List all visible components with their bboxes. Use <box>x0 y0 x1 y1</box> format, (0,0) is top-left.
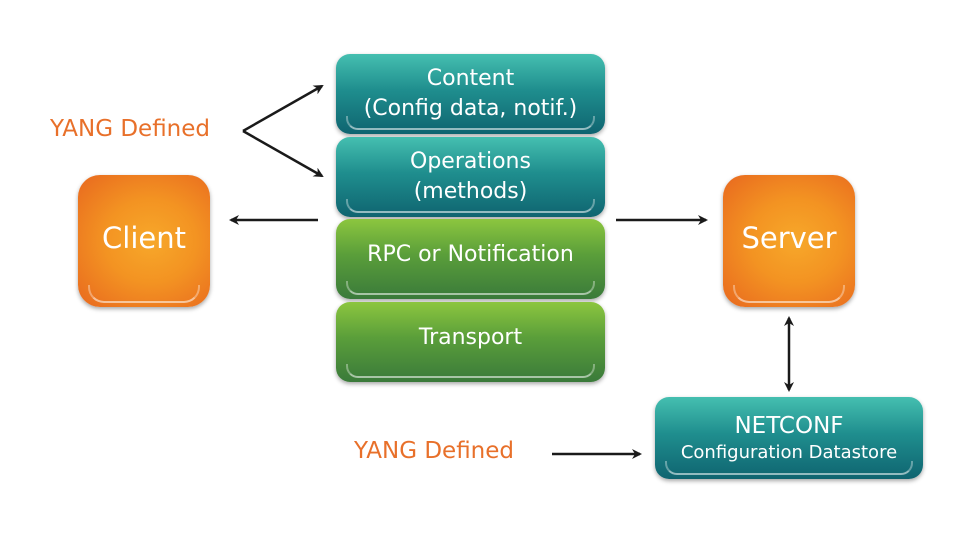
datastore-subtitle: Configuration Datastore <box>680 442 898 463</box>
datastore-lip <box>665 461 913 475</box>
server-label: Server <box>741 221 837 255</box>
transport-title: Transport <box>418 325 523 350</box>
operations-layer-box: Operations (methods) <box>336 137 605 217</box>
rpc-layer-box: RPC or Notification <box>336 219 605 299</box>
yang-defined-label-bottom: YANG Defined <box>354 438 515 464</box>
operations-lip <box>346 199 595 213</box>
operations-subtitle: (methods) <box>413 179 528 204</box>
client-box: Client <box>78 175 210 307</box>
transport-layer-box: Transport <box>336 302 605 382</box>
content-lip <box>346 116 595 130</box>
rpc-title: RPC or Notification <box>367 242 574 267</box>
content-subtitle: (Config data, notif.) <box>363 96 578 121</box>
yang-defined-label-top: YANG Defined <box>50 116 211 142</box>
arrow-yang-to-operations <box>242 129 324 178</box>
client-label: Client <box>102 221 186 255</box>
server-box: Server <box>723 175 855 307</box>
server-lip <box>733 285 845 303</box>
datastore-box: NETCONF Configuration Datastore <box>655 397 923 479</box>
content-layer-box: Content (Config data, notif.) <box>336 54 605 134</box>
rpc-lip <box>346 281 595 295</box>
client-lip <box>88 285 200 303</box>
arrow-yang-to-content <box>242 84 324 133</box>
datastore-title: NETCONF <box>734 413 844 439</box>
content-title: Content <box>426 66 515 91</box>
operations-title: Operations <box>410 149 531 174</box>
transport-lip <box>346 364 595 378</box>
